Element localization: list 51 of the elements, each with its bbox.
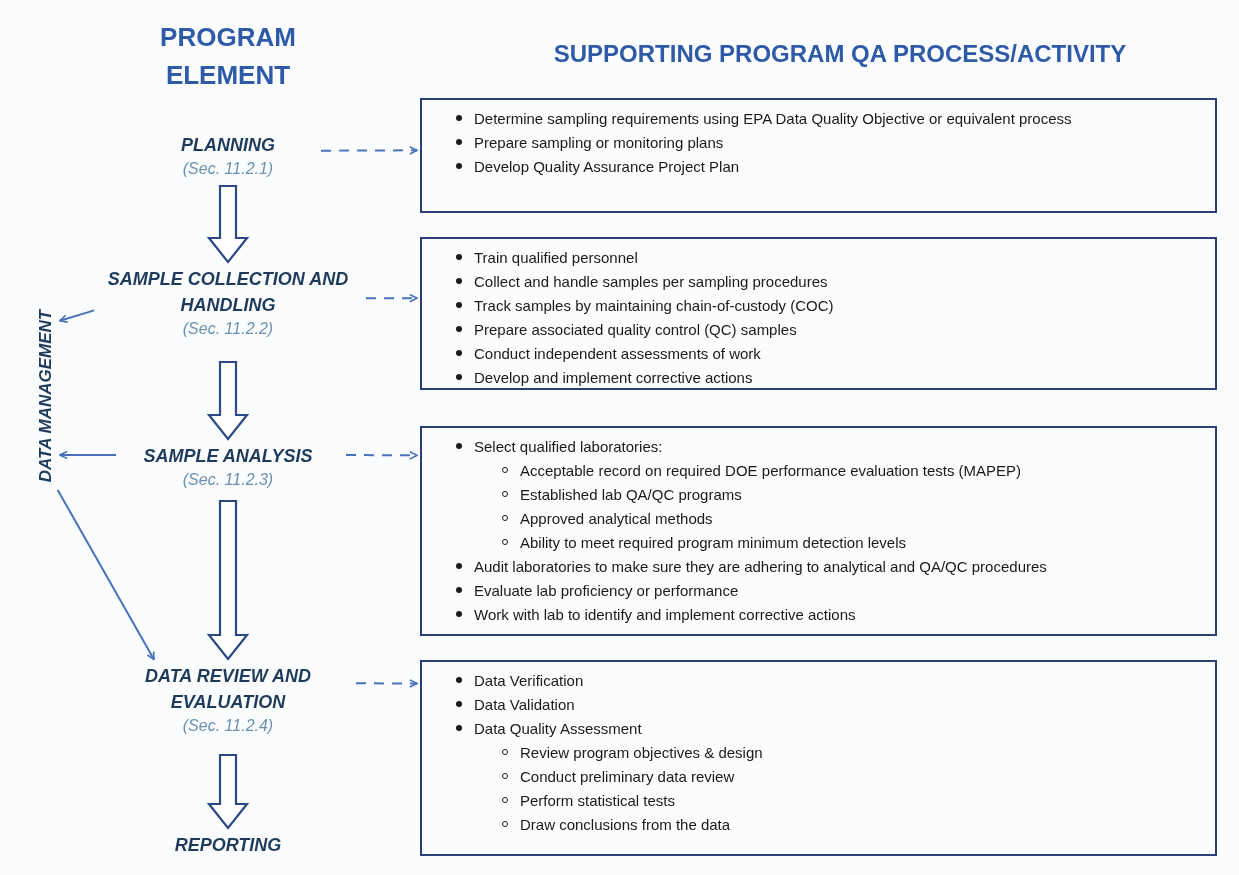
arrow: [56, 489, 155, 661]
bullet-item: Track samples by maintaining chain-of-custody (COC): [474, 297, 834, 314]
section-reference: (Sec. 11.2.2): [182, 319, 274, 339]
bullet-item: Data Quality Assessment: [474, 720, 642, 737]
side-label: DATA MANAGEMENT: [34, 308, 56, 483]
sub-bullet-item: Approved analytical methods: [520, 510, 713, 527]
element-name: SAMPLE COLLECTION AND HANDLING: [106, 268, 350, 317]
activity-box: [420, 98, 1217, 213]
bullet-item: Select qualified laboratories:: [474, 438, 663, 455]
activity-box: [420, 237, 1217, 390]
sub-bullet-item: Perform statistical tests: [520, 792, 676, 809]
dashed-arrow: [345, 450, 418, 460]
bullet-item: Evaluate lab proficiency or performance: [474, 582, 739, 599]
bullet-item: Develop Quality Assurance Project Plan: [474, 158, 740, 175]
sub-bullet-item: Established lab QA/QC programs: [520, 486, 742, 503]
section-reference: (Sec. 11.2.1): [182, 159, 274, 179]
sub-bullet-item: Review program objectives & design: [520, 744, 763, 761]
bullet-item: Collect and handle samples per sampling procedures: [474, 273, 828, 290]
arrow: [59, 450, 117, 460]
column-heading: PROGRAM ELEMENT: [159, 21, 297, 92]
element-name: SAMPLE ANALYSIS: [143, 445, 313, 468]
bullet-item: Audit laboratories to make sure they are adhering to analytical and QA/QC procedures: [474, 558, 1047, 575]
section-reference: (Sec. 11.2.3): [182, 470, 274, 490]
block-arrow: [206, 753, 250, 830]
block-arrow: [206, 360, 250, 441]
arrow: [58, 309, 96, 323]
dashed-arrow: [355, 679, 418, 688]
sub-bullet-item: Draw conclusions from the data: [520, 816, 731, 833]
bullet-item: Determine sampling requirements using EPA Data Quality Objective or equivalent process: [474, 110, 1072, 127]
bullet-item: Prepare sampling or monitoring plans: [474, 134, 724, 151]
element-name: REPORTING: [174, 834, 282, 857]
bullet-item: Data Validation: [474, 696, 575, 713]
section-reference: (Sec. 11.2.4): [182, 716, 274, 736]
column-heading: SUPPORTING PROGRAM QA PROCESS/ACTIVITY: [552, 39, 1128, 69]
dashed-arrow: [365, 293, 418, 303]
bullet-item: Work with lab to identify and implement corrective actions: [474, 606, 856, 623]
activity-box: [420, 426, 1217, 636]
bullet-item: Train qualified personnel: [474, 249, 638, 266]
sub-bullet-item: Conduct preliminary data review: [520, 768, 735, 785]
bullet-item: Develop and implement corrective actions: [474, 369, 753, 386]
sub-bullet-item: Acceptable record on required DOE performance evaluation tests (MAPEP): [520, 462, 1022, 479]
element-name: DATA REVIEW AND EVALUATION: [144, 665, 312, 714]
block-arrow: [206, 499, 250, 661]
element-name: PLANNING: [181, 134, 275, 157]
block-arrow: [206, 184, 250, 264]
bullet-item: Prepare associated quality control (QC) samples: [474, 321, 797, 338]
bullet-item: Data Verification: [474, 672, 584, 689]
activity-box: [420, 660, 1217, 856]
dashed-arrow: [320, 145, 418, 155]
sub-bullet-item: Ability to meet required program minimum detection levels: [520, 534, 906, 551]
bullet-item: Conduct independent assessments of work: [474, 345, 761, 362]
